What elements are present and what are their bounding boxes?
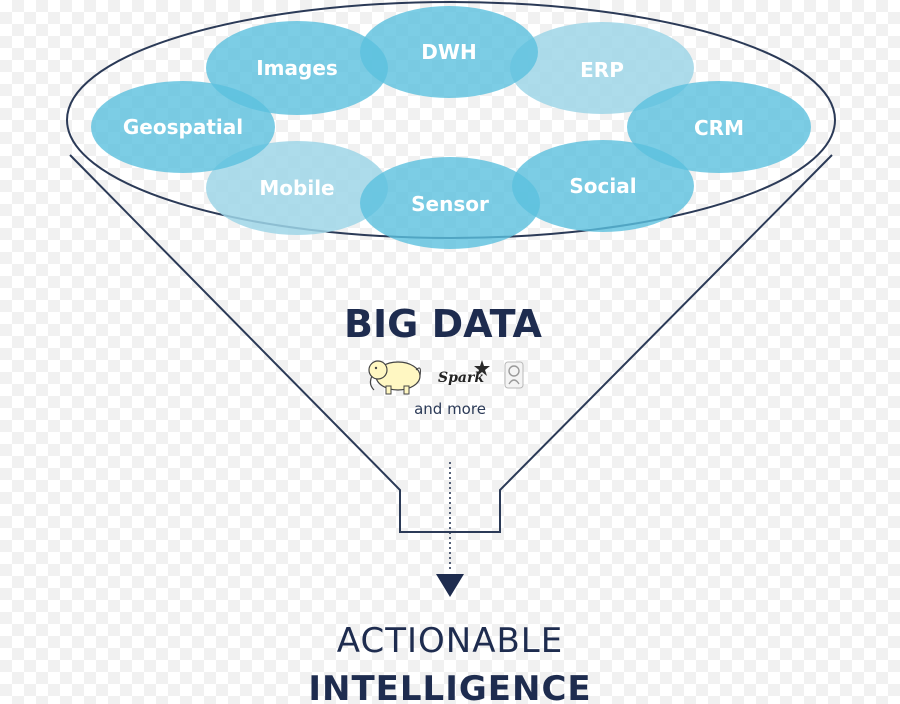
label-sensor: Sensor	[411, 192, 489, 216]
bubble-dwh	[360, 6, 538, 98]
label-geospatial: Geospatial	[123, 115, 243, 139]
down-arrow-icon	[436, 574, 464, 597]
bubble-erp	[510, 22, 694, 114]
bubble-social	[512, 140, 694, 232]
label-dwh: DWH	[421, 40, 476, 64]
bubble-geospatial	[91, 81, 275, 173]
spark-logo: Spark	[438, 360, 490, 386]
label-images: Images	[256, 56, 338, 80]
bubble-mobile	[206, 141, 388, 235]
bubble-crm	[627, 81, 811, 173]
bubble-images	[206, 21, 388, 115]
and-more-caption: and more	[414, 400, 486, 418]
outcome-line1: ACTIONABLE	[337, 621, 563, 661]
label-erp: ERP	[580, 58, 624, 82]
svg-text:Spark: Spark	[438, 370, 484, 386]
source-bubbles	[91, 6, 811, 249]
label-mobile: Mobile	[259, 176, 334, 200]
outcome-line2: INTELLIGENCE	[308, 669, 591, 704]
tech-badge-logo	[504, 361, 524, 389]
label-crm: CRM	[694, 116, 744, 140]
label-social: Social	[569, 174, 636, 198]
bubble-sensor	[360, 157, 540, 249]
tech-logos: Spark	[368, 360, 524, 395]
hadoop-elephant-logo	[368, 360, 421, 395]
big-data-title: BIG DATA	[344, 302, 542, 346]
